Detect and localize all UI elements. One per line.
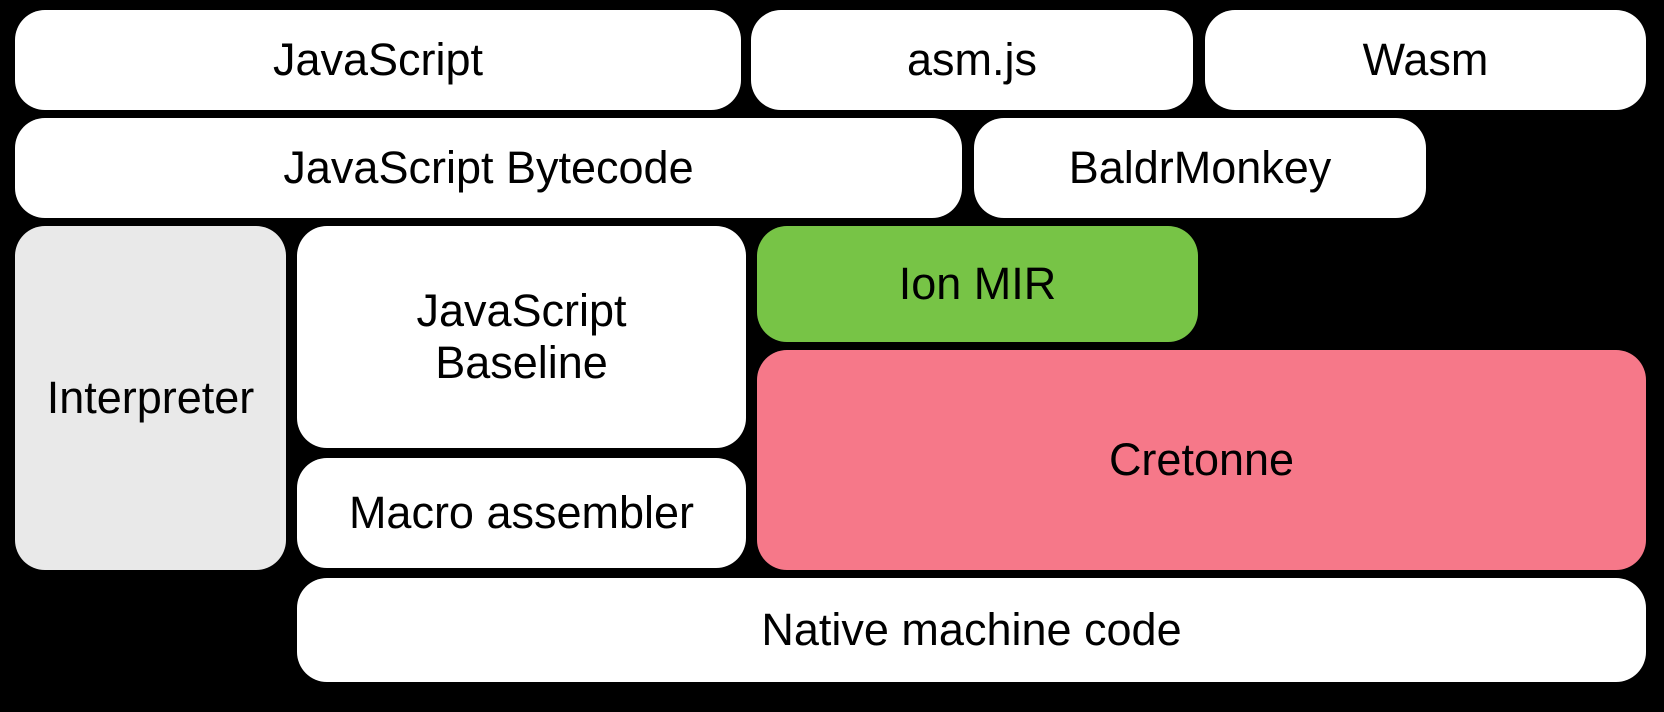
box-wasm: Wasm [1205, 10, 1646, 110]
box-native-machine-code: Native machine code [297, 578, 1646, 682]
box-asmjs: asm.js [751, 10, 1193, 110]
box-javascript-bytecode: JavaScript Bytecode [15, 118, 962, 218]
box-baldrmonkey: BaldrMonkey [974, 118, 1426, 218]
box-macro-assembler: Macro assembler [297, 458, 746, 568]
box-javascript-baseline: JavaScript Baseline [297, 226, 746, 448]
box-javascript: JavaScript [15, 10, 741, 110]
box-interpreter: Interpreter [15, 226, 286, 570]
box-ion-mir: Ion MIR [757, 226, 1198, 342]
box-cretonne: Cretonne [757, 350, 1646, 570]
